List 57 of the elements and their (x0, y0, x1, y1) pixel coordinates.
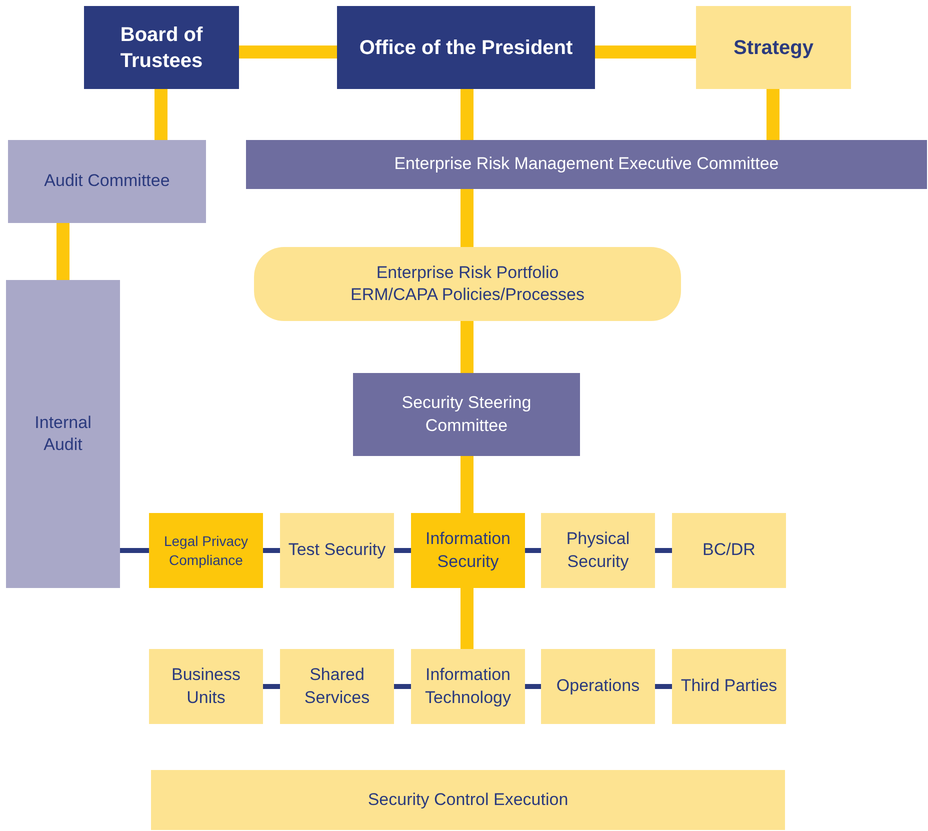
connector-line (460, 89, 474, 140)
function-box (149, 649, 263, 724)
box-label: Enterprise Risk Portfolio (376, 262, 559, 284)
audit-box (6, 280, 120, 588)
box-label: Audit Committee (44, 170, 170, 192)
box-label: ERM/CAPA Policies/Processes (350, 284, 584, 306)
leadership-box (84, 6, 239, 89)
connector-line (655, 548, 672, 553)
box-label: Board of Trustees (119, 22, 204, 74)
box-label: Operations (556, 675, 640, 698)
box-label: Business Units (170, 664, 242, 708)
connector-line (239, 46, 337, 58)
connector-line (766, 89, 780, 140)
box-label: Information Technology (424, 664, 512, 708)
function-box (254, 247, 681, 321)
connector-line (394, 548, 411, 553)
function-box (280, 649, 394, 724)
connector-line (56, 223, 70, 280)
connector-line (154, 89, 168, 140)
connector-line (595, 46, 696, 58)
box-label: BC/DR (702, 539, 756, 562)
connector-line (655, 684, 672, 689)
function-box (541, 649, 655, 724)
connector-line (120, 548, 149, 553)
committee-box (246, 140, 927, 189)
box-label: Test Security (288, 539, 386, 562)
box-label: Strategy (733, 36, 814, 60)
box-label: Security Steering Committee (400, 392, 532, 436)
function-box (672, 649, 786, 724)
leadership-box (337, 6, 595, 89)
connector-line (525, 684, 541, 689)
connector-line (460, 321, 474, 373)
box-label: Physical Security (565, 528, 631, 572)
connector-line (525, 548, 541, 553)
connector-line (263, 548, 280, 553)
box-label: Internal Audit (34, 412, 92, 456)
strategy-box (696, 6, 851, 89)
box-label: Shared Services (303, 664, 371, 708)
connector-line (394, 684, 411, 689)
committee-box (353, 373, 580, 456)
box-label: Information Security (424, 528, 512, 572)
function-box (149, 513, 263, 588)
connector-line (460, 456, 474, 513)
function-box (280, 513, 394, 588)
box-label: Security Control Execution (368, 788, 568, 811)
function-box (411, 649, 525, 724)
box-label: Enterprise Risk Management Executive Committee (394, 153, 779, 176)
function-box (541, 513, 655, 588)
function-box (411, 513, 525, 588)
box-label: Third Parties (680, 675, 778, 698)
connector-line (460, 588, 474, 649)
function-box (151, 770, 785, 830)
connector-line (263, 684, 280, 689)
function-box (672, 513, 786, 588)
box-label: Office of the President (359, 36, 573, 60)
audit-box (8, 140, 206, 223)
box-label: Legal Privacy Compliance (162, 532, 250, 569)
